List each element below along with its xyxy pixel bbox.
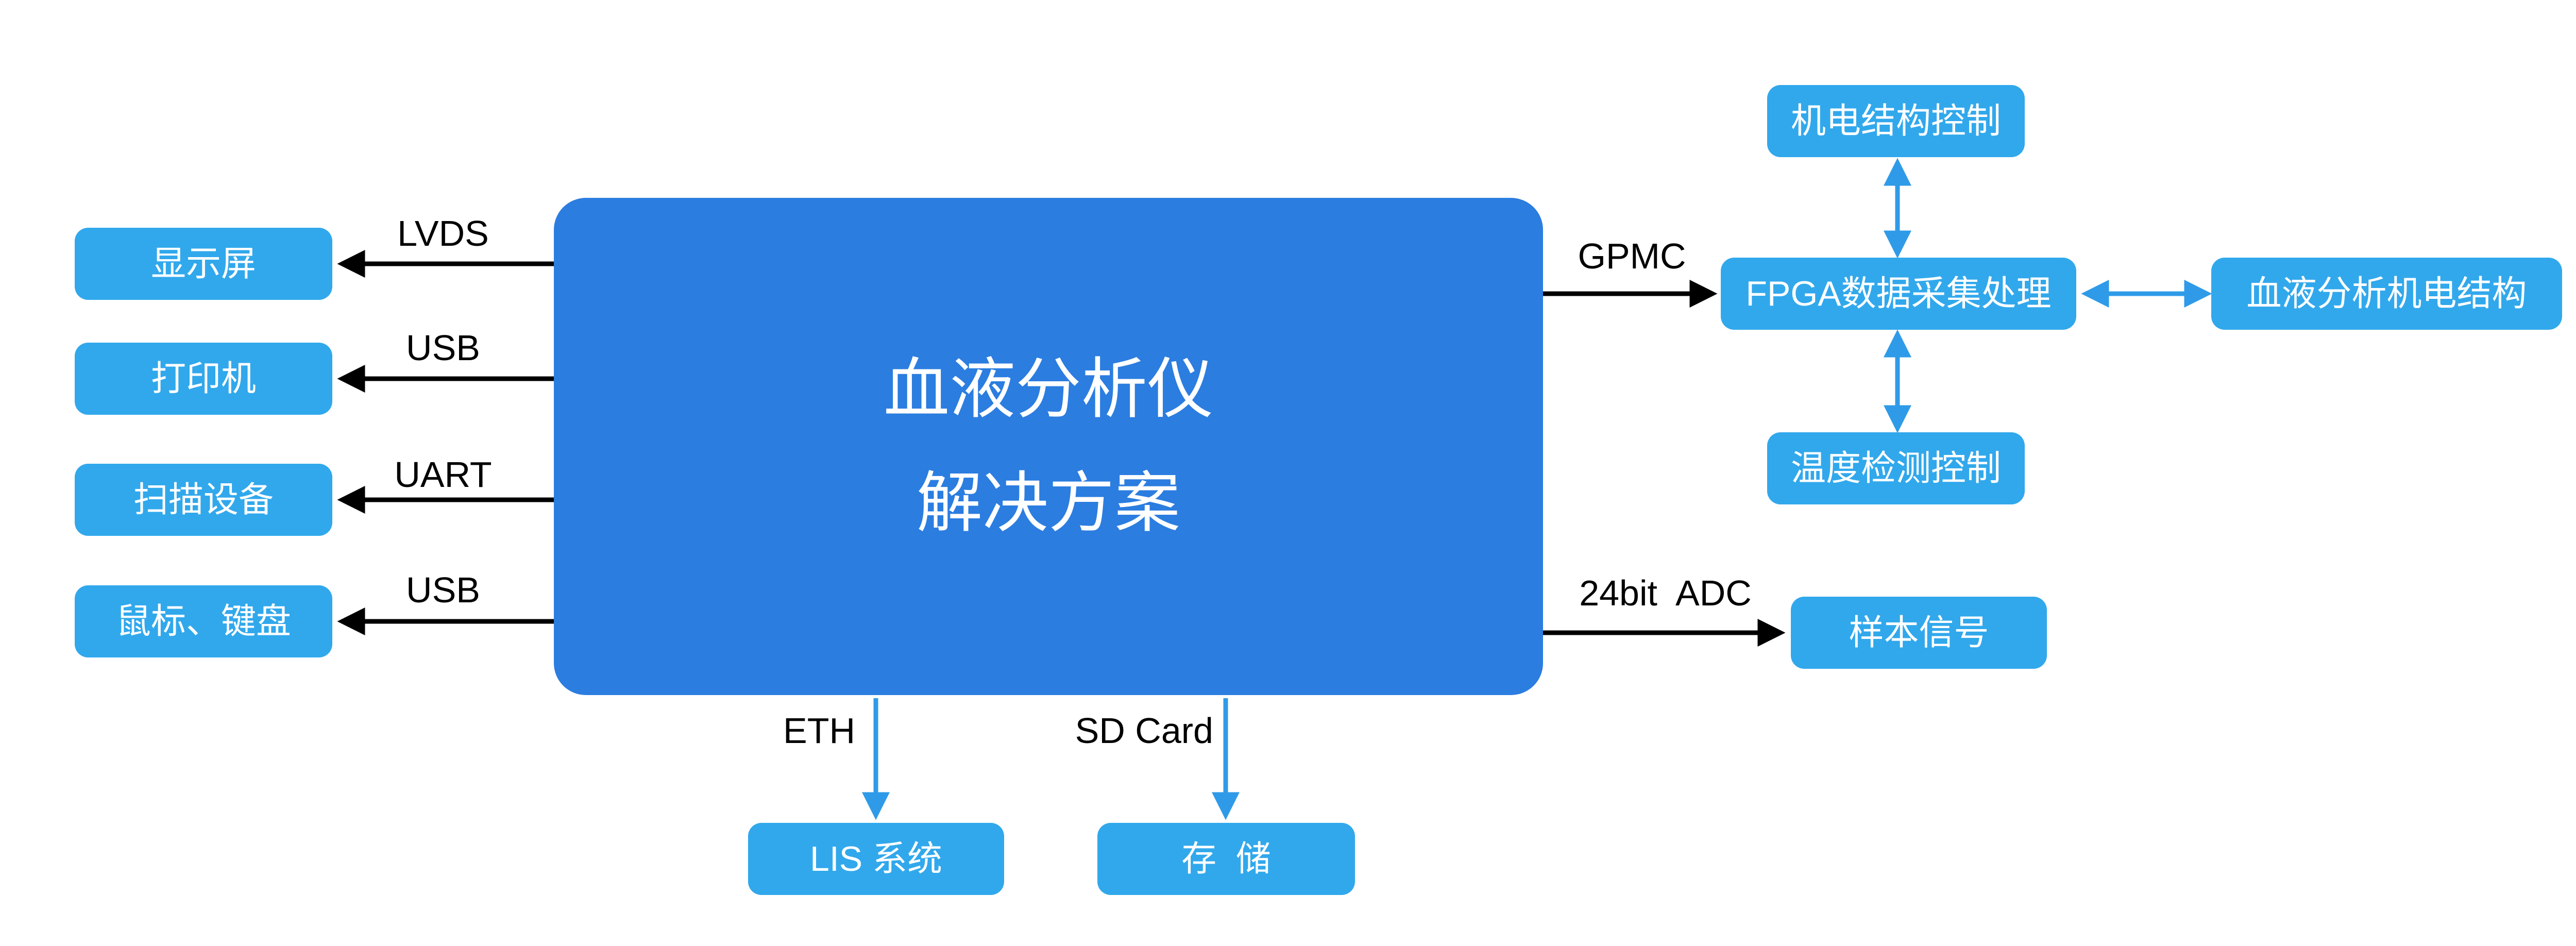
sample-signal-box: 样本信号	[1791, 597, 2047, 669]
lis-box: LIS 系统	[748, 823, 1004, 895]
blood-mech-box: 血液分析机电结构	[2211, 258, 2562, 330]
usb-label-printer: USB	[406, 328, 480, 368]
main-title-line2: 解决方案	[916, 466, 1180, 540]
scanner-box: 扫描设备	[75, 464, 332, 536]
display-box: 显示屏	[75, 228, 332, 300]
uart-label: UART	[394, 454, 492, 495]
main-solution-box: 血液分析仪 解决方案	[554, 198, 1543, 695]
printer-box: 打印机	[75, 343, 332, 415]
storage-box: 存 储	[1097, 823, 1355, 895]
lvds-label: LVDS	[397, 213, 489, 254]
temp-control-box: 温度检测控制	[1767, 432, 2025, 504]
adc-label: 24bit ADC	[1579, 573, 1752, 613]
mouse-keyboard-box: 鼠标、键盘	[75, 585, 332, 657]
gpmc-label: GPMC	[1578, 236, 1686, 276]
usb-label-mouse: USB	[406, 570, 480, 610]
eth-label: ETH	[783, 711, 855, 751]
main-title-line1: 血液分析仪	[883, 352, 1213, 426]
sdcard-label: SD Card	[1075, 711, 1213, 751]
fpga-box: FPGA数据采集处理	[1721, 258, 2076, 330]
mech-control-box: 机电结构控制	[1767, 85, 2025, 157]
